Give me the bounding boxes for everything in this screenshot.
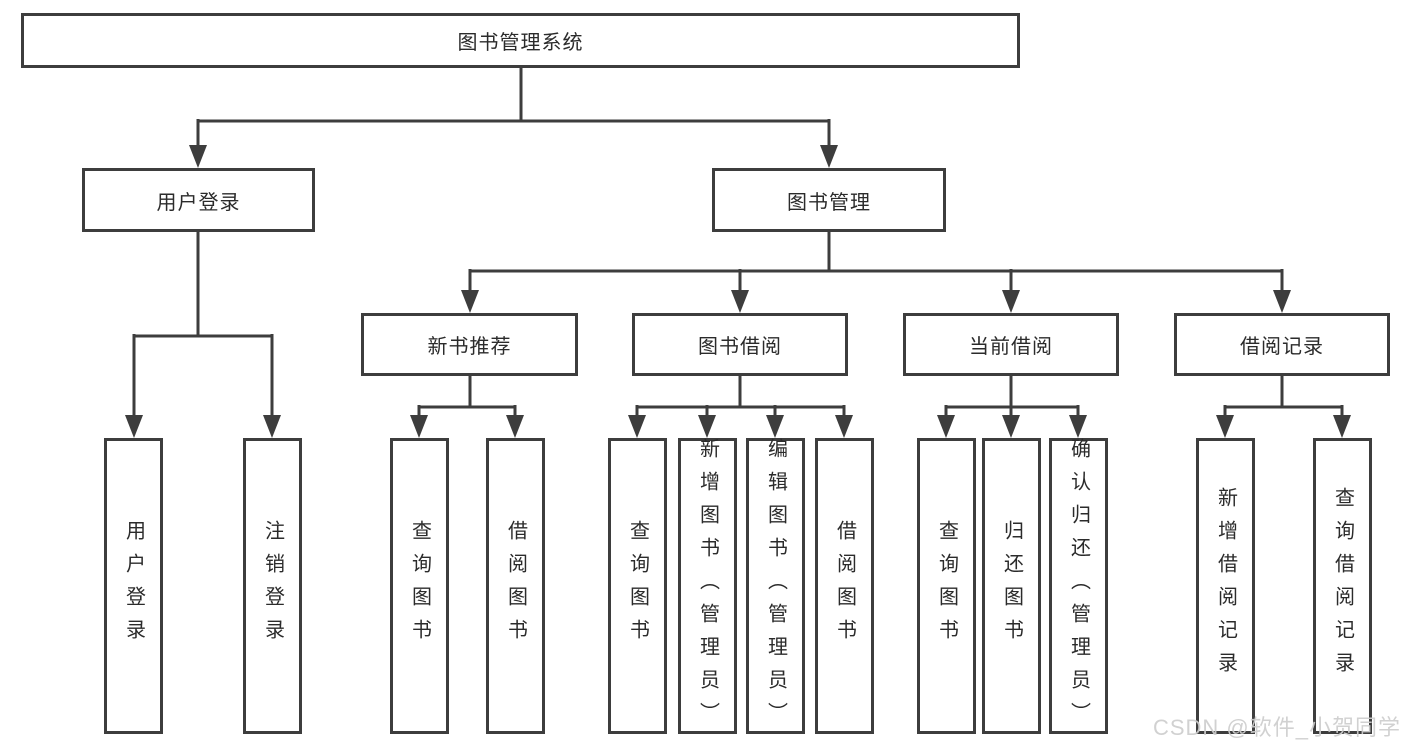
leaf-add-book-admin: 新增图书（管理员） [678,437,737,735]
node-book-borrow: 图书借阅 [632,313,848,376]
leaf-recommend-borrow-books: 借阅图书 [486,438,545,734]
leaf-add-borrow-record: 新增借阅记录 [1196,438,1255,734]
leaf-logout: 注销登录 [243,438,302,734]
connector-root-to-level2 [189,68,838,168]
leaf-confirm-return-admin: 确认归还（管理员） [1049,437,1108,735]
leaf-borrow-query-books-label: 查询图书 [626,520,649,652]
leaf-logout-label: 注销登录 [261,520,284,652]
connector-book-borrow-to-leaves [628,376,853,438]
leaf-borrow-books: 借阅图书 [815,438,874,734]
node-current-borrow-label: 当前借阅 [969,336,1053,358]
leaf-user-login: 用户登录 [104,438,163,734]
node-book-borrow-label: 图书借阅 [698,336,782,358]
connector-user-login-to-leaves [125,232,281,438]
leaf-add-book-admin-label: 新增图书（管理员） [696,437,719,735]
leaf-return-books: 归还图书 [982,438,1041,734]
leaf-query-borrow-record-label: 查询借阅记录 [1331,487,1354,685]
leaf-recommend-borrow-books-label: 借阅图书 [504,520,527,652]
leaf-borrow-books-label: 借阅图书 [833,520,856,652]
connector-borrow-records-to-leaves [1216,376,1351,438]
leaf-edit-book-admin: 编辑图书（管理员） [746,437,805,735]
node-user-login: 用户登录 [82,168,315,232]
leaf-current-query-books-label: 查询图书 [935,520,958,652]
leaf-borrow-query-books: 查询图书 [608,438,667,734]
connector-book-management-to-level3 [461,232,1291,313]
node-book-management-label: 图书管理 [787,191,871,214]
leaf-query-borrow-record: 查询借阅记录 [1313,438,1372,734]
node-borrow-records-label: 借阅记录 [1240,336,1324,358]
leaf-edit-book-admin-label: 编辑图书（管理员） [764,437,787,735]
leaf-return-books-label: 归还图书 [1000,520,1023,652]
connector-new-book-recommend-to-leaves [410,376,524,438]
node-root-label: 图书管理系统 [457,32,584,54]
node-user-login-label: 用户登录 [156,191,241,214]
node-new-book-recommend: 新书推荐 [361,313,578,376]
node-borrow-records: 借阅记录 [1174,313,1390,376]
leaf-recommend-query-books: 查询图书 [390,438,449,734]
node-current-borrow: 当前借阅 [903,313,1119,376]
connector-current-borrow-to-leaves [937,376,1087,438]
leaf-recommend-query-books-label: 查询图书 [408,520,431,652]
node-root: 图书管理系统 [21,13,1020,68]
leaf-user-login-label: 用户登录 [122,520,145,652]
node-book-management: 图书管理 [712,168,946,232]
node-new-book-recommend-label: 新书推荐 [427,336,512,358]
leaf-add-borrow-record-label: 新增借阅记录 [1214,487,1237,685]
leaf-current-query-books: 查询图书 [917,438,976,734]
leaf-confirm-return-admin-label: 确认归还（管理员） [1067,437,1090,735]
